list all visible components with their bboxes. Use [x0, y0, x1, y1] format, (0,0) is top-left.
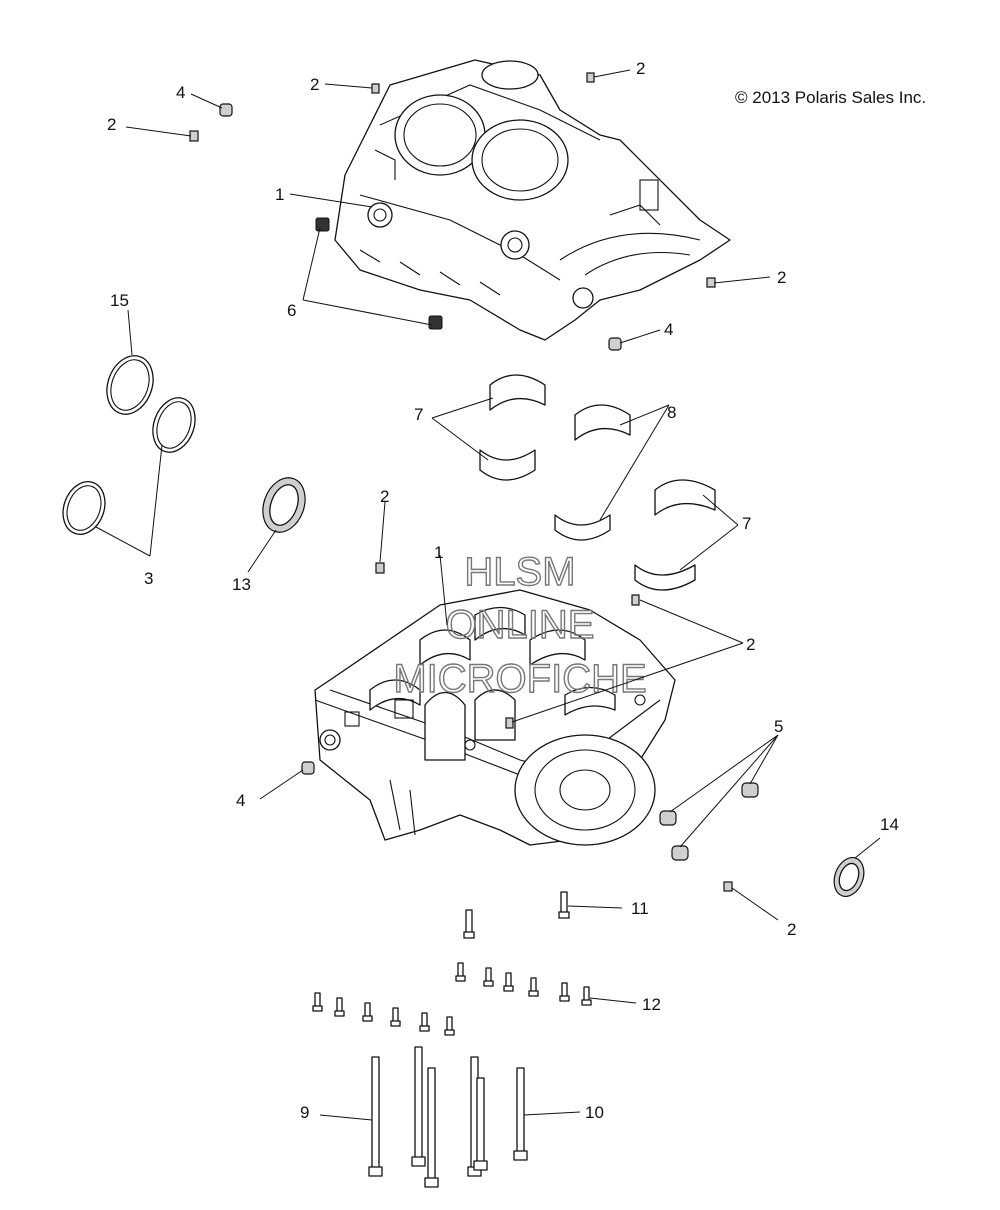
- long-bolts: [368, 1046, 528, 1188]
- callout-14: 14: [880, 815, 899, 834]
- callout-2: 2: [310, 75, 319, 94]
- callout-6: 6: [287, 301, 296, 320]
- watermark-line-2: ONLINE: [446, 603, 595, 647]
- callout-8: 8: [667, 403, 676, 422]
- callout-1: 1: [275, 185, 284, 204]
- callout-labels: 2 2 4 2 1 2 6 4 15 7 8 2 7 1 3 13 2 5 4 …: [107, 59, 899, 1122]
- main-bearings: [479, 374, 716, 591]
- callout-1: 1: [434, 543, 443, 562]
- seals: [262, 477, 865, 897]
- callout-2: 2: [787, 920, 796, 939]
- upper-crankcase: [334, 59, 731, 341]
- callout-15: 15: [110, 291, 129, 310]
- callout-12: 12: [642, 995, 661, 1014]
- watermark: HLSM ONLINE MICROFICHE: [393, 549, 648, 701]
- callout-11: 11: [631, 899, 649, 918]
- short-bolts: [312, 891, 592, 1036]
- callout-2: 2: [636, 59, 645, 78]
- callout-9: 9: [300, 1103, 309, 1122]
- callout-2: 2: [777, 268, 786, 287]
- callout-2: 2: [107, 115, 116, 134]
- callout-5: 5: [774, 717, 783, 736]
- callout-7: 7: [742, 514, 751, 533]
- lower-crankcase: [314, 589, 676, 846]
- copyright-notice: © 2013 Polaris Sales Inc.: [735, 88, 927, 107]
- callout-4: 4: [664, 320, 673, 339]
- oil-jets: [315, 217, 443, 330]
- bushings: [659, 782, 759, 861]
- callout-2: 2: [380, 487, 389, 506]
- plugs: [219, 103, 622, 775]
- callout-10: 10: [585, 1103, 604, 1122]
- callout-13: 13: [232, 575, 251, 594]
- callout-4: 4: [176, 83, 185, 102]
- dowel-pins: [189, 72, 733, 892]
- callout-3: 3: [144, 569, 153, 588]
- o-rings: [62, 355, 196, 535]
- callout-7: 7: [414, 405, 423, 424]
- watermark-line-3: MICROFICHE: [393, 657, 646, 701]
- leader-lines: [95, 69, 881, 1121]
- callout-2: 2: [746, 635, 755, 654]
- watermark-line-1: HLSM: [464, 550, 575, 594]
- callout-4: 4: [236, 791, 245, 810]
